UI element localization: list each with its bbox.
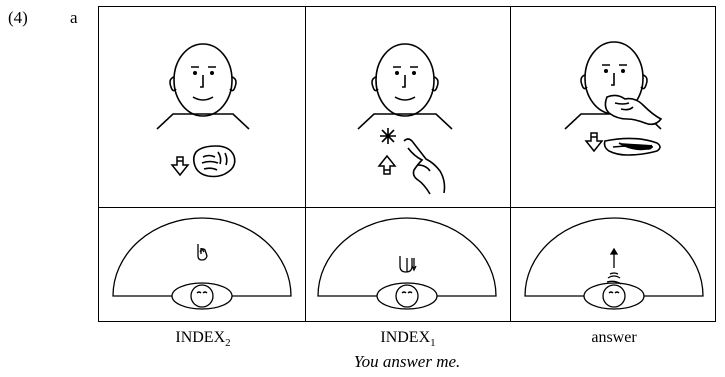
column-divider — [305, 7, 306, 321]
pointing-hand-icon — [403, 138, 446, 195]
hand-icon — [197, 244, 208, 261]
fist-icon — [192, 145, 236, 178]
signing-space-diagram — [524, 217, 704, 310]
signing-space-diagram — [112, 217, 292, 310]
gloss-base: INDEX — [380, 329, 431, 346]
gloss-index1: INDEX1 — [308, 329, 508, 349]
signing-space-diagram — [317, 217, 497, 310]
row-divider — [99, 207, 715, 208]
flat-hand-icon — [603, 137, 661, 156]
translation-caption: You answer me. — [353, 352, 461, 371]
chin-hand-icon — [604, 94, 663, 126]
hand-icon — [606, 272, 622, 285]
space-panel-index2 — [99, 208, 305, 322]
down-arrow-icon — [170, 156, 190, 177]
column-divider — [510, 7, 511, 321]
gloss-subscript: 2 — [225, 337, 231, 350]
gloss-answer: answer — [514, 329, 714, 349]
asterisk-icon — [380, 128, 396, 144]
gloss-index2: INDEX2 — [103, 329, 303, 349]
gloss-base: INDEX — [175, 329, 226, 346]
sign-figure — [98, 6, 716, 322]
down-arrow-icon — [584, 132, 604, 153]
face-icon — [156, 43, 250, 178]
sign-panel-answer — [511, 7, 717, 207]
face-icon — [357, 43, 453, 195]
sign-panel-index2 — [99, 7, 305, 207]
space-panel-answer — [511, 208, 717, 322]
up-arrow-icon — [377, 154, 397, 175]
example-letter: a — [70, 8, 78, 27]
gloss-subscript: 1 — [430, 337, 436, 350]
space-panel-index1 — [306, 208, 510, 322]
gloss-base: answer — [591, 329, 637, 346]
up-arrow-icon — [609, 247, 619, 268]
hand-icon — [399, 256, 417, 273]
example-number: (4) — [8, 8, 28, 27]
sign-panel-index1 — [306, 7, 510, 207]
face-icon — [564, 41, 663, 156]
